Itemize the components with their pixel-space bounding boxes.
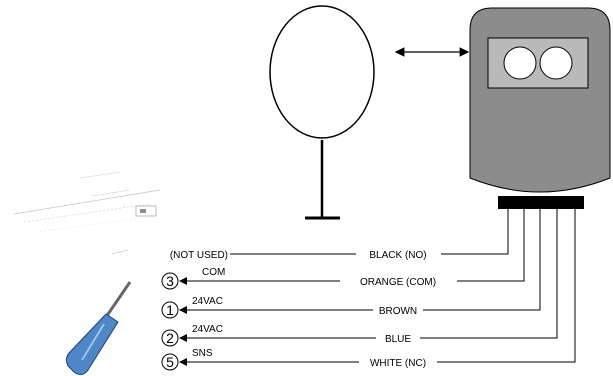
wire-group: BLACK (NO) (NOT USED) ORANGE (COM) 3 COM… [161,209,576,371]
sensor-lens-right [539,46,573,80]
wire-line [180,209,541,310]
wire-row: BLUE 2 24VAC [161,209,558,347]
target-disc [269,5,375,139]
wire-row: WHITE (NC) 5 SNS [161,209,576,371]
sensor-housing [469,7,611,209]
terminal-label: (NOT USED) [170,250,228,261]
terminal-label: 24VAC [192,296,223,307]
terminal-number-circle [161,272,179,290]
terminal-number: 3 [166,273,174,289]
terminal-number-circle [161,353,179,371]
wire-color-label: BROWN [379,306,417,317]
terminal-number: 1 [166,302,174,318]
wire-color-label: BLACK (NO) [369,250,426,261]
wire-line [230,209,509,255]
target-reflector [269,5,375,220]
terminal-number-circle [161,301,179,319]
terminal-strip-sketch [13,171,161,255]
wire-color-label: BLUE [385,334,411,345]
terminal-number: 5 [166,354,174,370]
wire-line [180,209,558,338]
screwdriver-grip-highlight [81,323,105,361]
wire-row: BLACK (NO) (NOT USED) [170,209,509,261]
terminal-label: SNS [192,348,213,359]
screwdriver-shaft [102,281,132,321]
wire-line [180,209,525,281]
terminal-label: 24VAC [192,324,223,335]
wire-color-label: ORANGE (COM) [360,277,436,288]
sensor-lens-left [503,46,537,80]
terminal-label: COM [202,267,225,278]
wire-line [180,209,576,362]
terminal-number-circle [161,329,179,347]
sensor-window [487,37,589,89]
terminal-number: 2 [166,330,174,346]
wire-row: ORANGE (COM) 3 COM [161,209,525,290]
wire-row: BROWN 1 24VAC [161,209,541,319]
sensor-body [469,7,611,193]
cable-connector [498,196,584,209]
wire-color-label: WHITE (NC) [370,358,426,369]
screwdriver-icon [65,281,132,376]
